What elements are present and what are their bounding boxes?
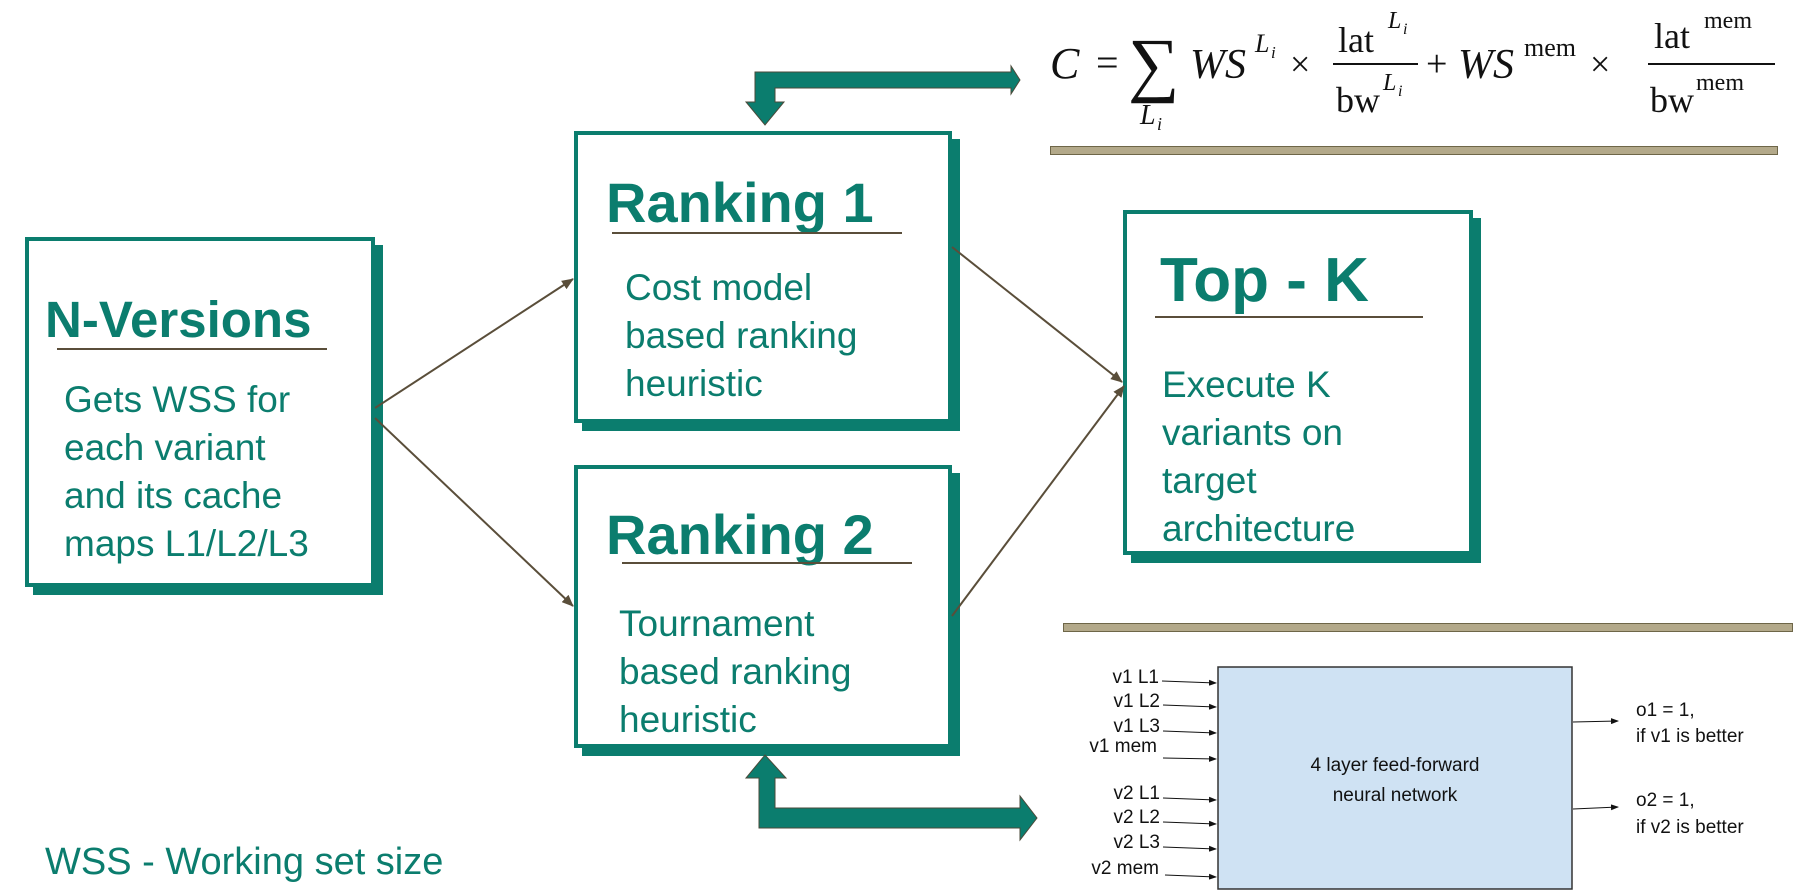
nn-input-arrow [1162, 703, 1217, 710]
ranking-1-line-2: based ranking [625, 315, 858, 356]
ranking-1-title: Ranking 1 [606, 171, 874, 234]
formula-equals: = [1096, 40, 1119, 85]
nn-input-arrow [1162, 820, 1217, 827]
network-separator-bar [1063, 623, 1793, 632]
n-versions-description: Gets WSS for each variant and its cache … [64, 376, 309, 568]
nn-input-label: v1 L1 [1113, 667, 1159, 688]
nn-input-label: v1 L3 [1114, 716, 1160, 737]
ranking-2-underline [622, 562, 912, 564]
formula-bw-1: bw [1336, 80, 1380, 120]
nn-label-line-1: 4 layer feed-forward [1311, 755, 1480, 776]
formula-times-2: × [1590, 44, 1610, 84]
n-versions-line-3: and its cache [64, 475, 283, 516]
arrow-nversions-to-ranking1 [374, 278, 574, 409]
nn-label-line-2: neural network [1333, 785, 1458, 806]
nn-output-2-line-1: o2 = 1, [1636, 790, 1695, 811]
formula-lat-1-sup-i: i [1403, 21, 1407, 38]
formula-ws-1-sup-L: L [1254, 29, 1269, 58]
nn-input-arrow [1162, 845, 1217, 852]
nn-input-label: v1 L2 [1114, 691, 1160, 712]
formula-bw-1-sup-L: L [1382, 70, 1396, 96]
top-k-line-2: variants on [1162, 412, 1343, 453]
ranking-2-description: Tournament based ranking heuristic [619, 600, 851, 744]
ranking-1-underline [612, 232, 902, 234]
formula-bw-1-sup-i: i [1398, 83, 1402, 100]
top-k-description: Execute K variants on target architectur… [1162, 361, 1355, 553]
n-versions-underline [57, 348, 327, 350]
formula-sum-sub-L: L [1139, 100, 1156, 131]
formula-times-1: × [1290, 44, 1310, 84]
n-versions-title: N-Versions [45, 291, 312, 348]
nn-output-arrow [1572, 804, 1619, 811]
arrow-ranking2-to-topk [951, 385, 1125, 617]
formula-ws-2: WS [1458, 42, 1514, 88]
ranking-2-box [574, 465, 952, 748]
formula-lat-1-sup-L: L [1387, 8, 1401, 34]
nn-output-2-line-2: if v2 is better [1636, 817, 1744, 838]
ranking-1-line-1: Cost model [625, 267, 813, 308]
formula-lat-2-sup-mem: mem [1704, 8, 1752, 34]
formula-bw-2-sup-mem: mem [1696, 70, 1744, 96]
formula-plus: + [1426, 43, 1447, 85]
formula-bw-2: bw [1650, 80, 1694, 120]
ranking1-formula-link-arrow [744, 64, 1021, 126]
n-versions-line-4: maps L1/L2/L3 [64, 523, 309, 564]
nn-input-label: v2 L1 [1114, 783, 1160, 804]
formula-separator-bar [1050, 146, 1778, 155]
nn-output-1-line-1: o1 = 1, [1636, 700, 1695, 721]
neural-network-block [1217, 666, 1573, 890]
nn-output-1-line-2: if v1 is better [1636, 726, 1744, 747]
top-k-line-3: target [1162, 460, 1257, 501]
formula-lat-1: lat [1338, 20, 1374, 60]
ranking-1-box [574, 131, 952, 423]
ranking-2-line-2: based ranking [619, 651, 852, 692]
formula-lat-2: lat [1654, 16, 1690, 56]
ranking-1-description: Cost model based ranking heuristic [625, 264, 857, 408]
formula-ws-1: WS [1190, 42, 1246, 88]
top-k-title: Top - K [1160, 246, 1369, 315]
n-versions-line-1: Gets WSS for [64, 379, 291, 420]
ranking2-network-link-arrow [744, 754, 1038, 842]
formula-sum-symbol: ∑ [1128, 24, 1179, 104]
nn-input-label: v2 L3 [1114, 832, 1160, 853]
top-k-underline [1155, 316, 1423, 318]
nn-input-label: v2 mem [1091, 858, 1159, 879]
nn-input-label: v1 mem [1089, 736, 1157, 757]
cost-model-formula: C = ∑ L i WS L i × lat L i bw L i + WS m… [1050, 8, 1775, 134]
nn-input-arrow [1162, 755, 1217, 762]
n-versions-box [25, 237, 375, 587]
nn-input-arrow [1161, 679, 1217, 686]
arrow-ranking1-to-topk [951, 246, 1123, 383]
ranking-2-line-1: Tournament [619, 603, 815, 644]
nn-input-arrow [1162, 796, 1217, 803]
footnote: WSS - Working set size [45, 841, 444, 883]
ranking-2-title: Ranking 2 [606, 503, 874, 566]
ranking-1-line-3: heuristic [625, 363, 763, 404]
formula-sum-sub-i: i [1157, 114, 1162, 134]
nn-input-arrow [1162, 729, 1217, 736]
top-k-line-4: architecture [1162, 508, 1356, 549]
top-k-line-1: Execute K [1162, 364, 1331, 405]
nn-input-arrow [1164, 873, 1217, 880]
top-k-box [1123, 210, 1473, 555]
nn-input-label: v2 L2 [1114, 807, 1160, 828]
formula-ws-1-sup-i: i [1271, 43, 1276, 62]
formula-ws-2-sup-mem: mem [1524, 33, 1576, 62]
arrow-nversions-to-ranking2 [374, 417, 574, 607]
nn-output-arrow [1572, 718, 1619, 725]
formula-lhs: C [1050, 39, 1080, 88]
n-versions-line-2: each variant [64, 427, 266, 468]
ranking-2-line-3: heuristic [619, 699, 757, 740]
